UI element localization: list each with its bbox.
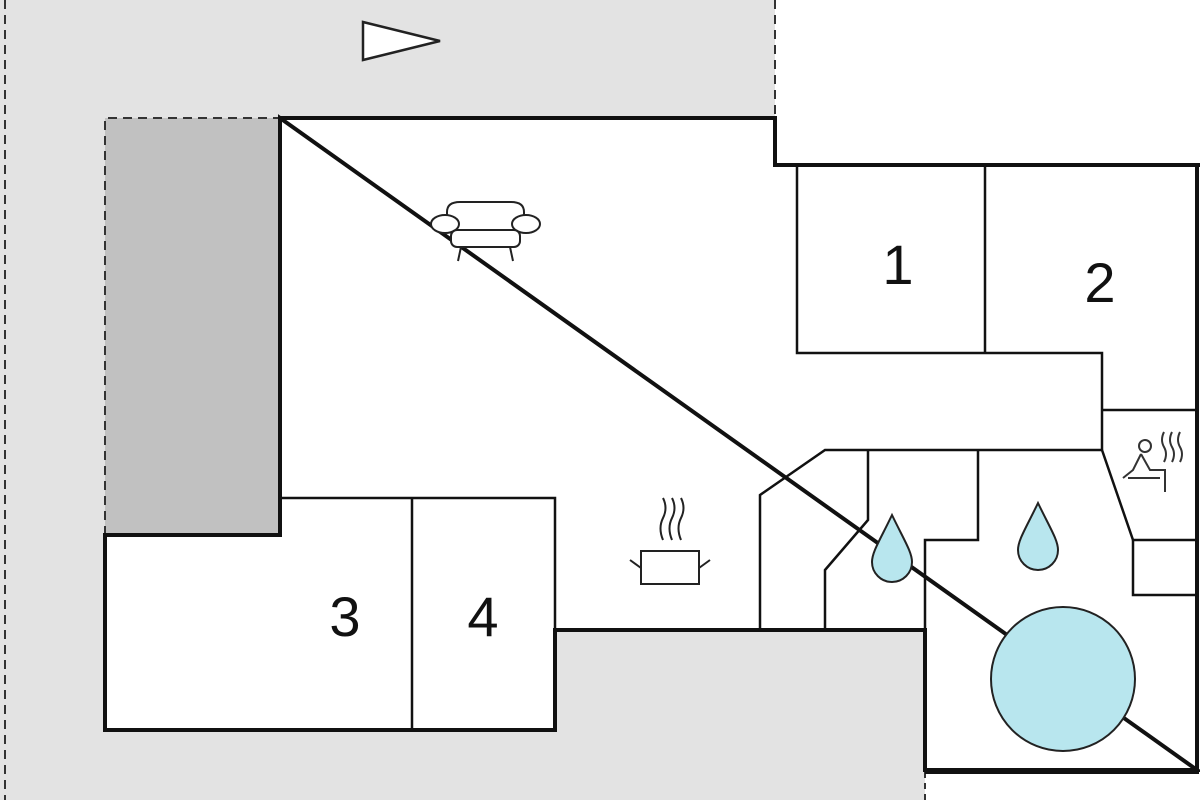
room-2-label: 2 (1084, 251, 1115, 314)
north-arrow-icon (361, 20, 441, 62)
kitchen-pot-icon (629, 497, 711, 585)
sauna-icon (1122, 431, 1183, 492)
interior-walls (280, 165, 1197, 730)
carport-dashed-outline (104, 117, 280, 535)
room-3-label: 3 (329, 585, 360, 648)
room-4-label: 4 (467, 585, 498, 648)
pool-icon (990, 606, 1136, 752)
room-1-label: 1 (882, 233, 913, 296)
house-right-wall (925, 165, 1199, 774)
water-drop-icon (870, 512, 914, 583)
water-drop-icon-2 (1016, 500, 1060, 571)
carport-area (105, 118, 280, 535)
sofa-icon (430, 201, 541, 262)
